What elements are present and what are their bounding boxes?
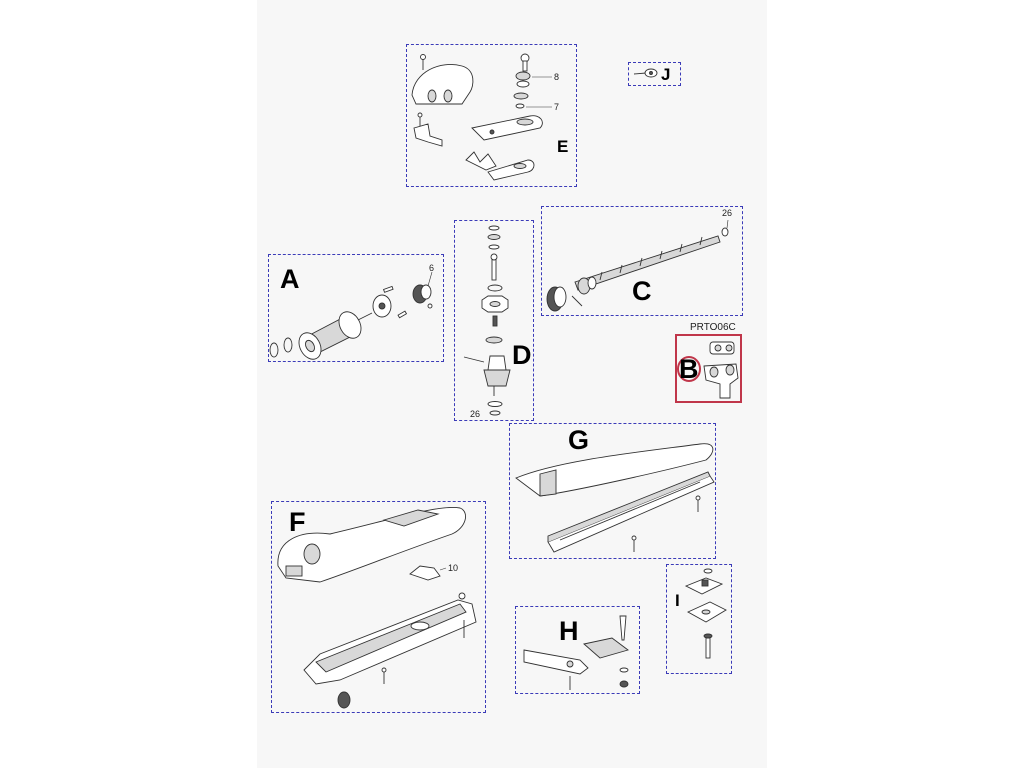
group-i-box[interactable] bbox=[666, 564, 732, 674]
e-lever-part bbox=[471, 115, 543, 141]
group-a-box[interactable] bbox=[268, 254, 444, 362]
callout-a-6: 6 bbox=[429, 263, 435, 273]
j-key-part bbox=[633, 68, 658, 78]
g-base-part bbox=[547, 471, 715, 553]
group-j-label: J bbox=[661, 65, 671, 84]
d-shaft-stack bbox=[481, 225, 509, 344]
group-i-label: I bbox=[675, 591, 680, 610]
c-screw-part bbox=[546, 219, 729, 312]
callout-e-8: 8 bbox=[554, 72, 560, 82]
group-f-label: F bbox=[289, 507, 306, 537]
group-h-label: H bbox=[559, 616, 579, 646]
group-d-box[interactable] bbox=[454, 220, 534, 421]
group-d-label: D bbox=[512, 340, 532, 370]
f-clip-part bbox=[409, 565, 447, 581]
e-bolt-stack bbox=[513, 53, 552, 109]
group-e-label: E bbox=[557, 137, 569, 156]
group-a-label: A bbox=[280, 264, 300, 294]
callout-e-7: 7 bbox=[554, 102, 560, 112]
group-g-label: G bbox=[568, 425, 590, 455]
group-c-box[interactable] bbox=[541, 206, 743, 316]
group-h-box[interactable] bbox=[515, 606, 640, 694]
group-b-label: B bbox=[679, 354, 699, 384]
a-worm-gear bbox=[412, 271, 433, 309]
b-bracket-part bbox=[703, 341, 739, 399]
a-rings bbox=[269, 337, 293, 358]
group-g-box[interactable] bbox=[509, 423, 716, 559]
d-bottom-washers bbox=[487, 401, 503, 416]
group-j-box[interactable] bbox=[628, 62, 681, 86]
i-stack-part bbox=[684, 568, 727, 659]
d-bevel-gear bbox=[463, 355, 511, 396]
group-f-box[interactable] bbox=[271, 501, 486, 713]
h-plate-long bbox=[523, 649, 589, 690]
e-clip-part bbox=[465, 151, 535, 181]
group-e-box[interactable] bbox=[406, 44, 577, 187]
a-motor-part bbox=[298, 311, 373, 360]
a-coupler-part bbox=[372, 285, 408, 319]
e-cover-part bbox=[411, 54, 474, 105]
callout-f-10: 10 bbox=[448, 563, 459, 573]
f-cover-part bbox=[277, 506, 467, 583]
e-bracket-left bbox=[413, 112, 443, 147]
h-plate-short bbox=[583, 615, 629, 688]
group-b-box[interactable] bbox=[675, 334, 742, 403]
callout-c-26: 26 bbox=[722, 208, 733, 218]
callout-d-26: 26 bbox=[470, 409, 481, 419]
b-highlight-ring bbox=[677, 356, 701, 382]
f-base-part bbox=[303, 592, 477, 709]
group-c-label: C bbox=[632, 276, 652, 306]
group-b-code: PRTO06C bbox=[690, 322, 736, 333]
g-cover-part bbox=[515, 443, 714, 497]
